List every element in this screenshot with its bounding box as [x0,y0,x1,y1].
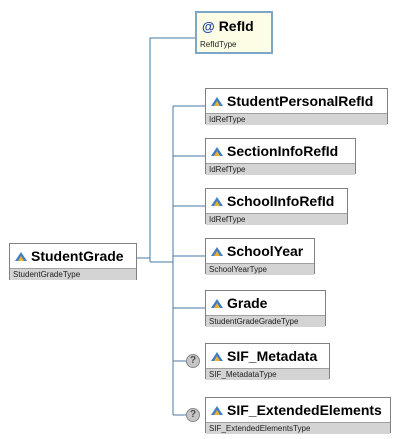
attribute-node-refid[interactable]: @ RefId RefIdType [195,11,273,54]
child-type: IdRefType [206,213,347,225]
child-type: SIF_MetadataType [206,368,329,380]
root-element-type: StudentGradeType [10,268,136,280]
element-icon [15,251,27,261]
attribute-at-icon: @ [202,18,215,34]
optional-marker-icon: ? [186,354,200,368]
child-type: SIF_ExtendedElementsType [206,422,390,434]
child-name: StudentPersonalRefId [227,93,374,109]
child-node-sectioninforefid[interactable]: SectionInfoRefId IdRefType [205,138,356,175]
element-icon [211,146,223,156]
element-icon [211,196,223,206]
child-name: Grade [227,295,268,311]
attribute-type: RefIdType [197,39,271,50]
child-name: SchoolInfoRefId [227,193,335,209]
child-type: IdRefType [206,163,355,175]
child-node-studentpersonalrefid[interactable]: StudentPersonalRefId IdRefType [205,88,388,125]
element-icon [211,96,223,106]
attribute-name: RefId [218,18,254,34]
child-name: SectionInfoRefId [227,143,339,159]
child-node-schoolinforefid[interactable]: SchoolInfoRefId IdRefType [205,188,348,225]
child-node-grade[interactable]: Grade StudentGradeGradeType [205,290,326,327]
child-name: SIF_Metadata [227,348,318,364]
element-icon [211,246,223,256]
child-name: SIF_ExtendedElements [227,402,382,418]
element-icon [211,405,223,415]
child-node-schoolyear[interactable]: SchoolYear SchoolYearType [205,238,315,275]
root-element-node[interactable]: StudentGrade StudentGradeType [9,243,137,280]
child-type: StudentGradeGradeType [206,315,325,327]
root-element-name: StudentGrade [31,248,124,264]
child-type: IdRefType [206,113,387,125]
child-node-sif-metadata[interactable]: SIF_Metadata SIF_MetadataType [205,343,330,380]
child-type: SchoolYearType [206,263,314,275]
child-name: SchoolYear [227,243,304,259]
child-node-sif-extendedelements[interactable]: SIF_ExtendedElements SIF_ExtendedElement… [205,397,391,434]
optional-marker-icon: ? [186,408,200,422]
element-icon [211,351,223,361]
element-icon [211,298,223,308]
